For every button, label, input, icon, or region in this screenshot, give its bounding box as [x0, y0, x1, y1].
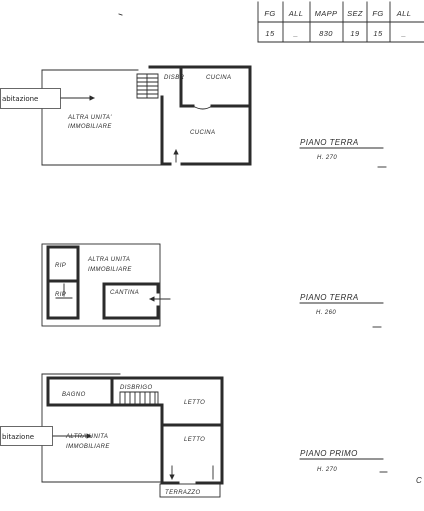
staircase	[119, 391, 159, 405]
room-label-disimpegno: DISBR	[164, 75, 185, 81]
table-header-cell: ALL	[396, 9, 412, 18]
room-label-bedroom-top: LETTO	[184, 400, 205, 406]
table-value-cell: 15	[373, 29, 383, 38]
plan-first-floor: BAGNO DISBRIGO LETTO LETTO ALTRA UNITA I…	[41, 373, 388, 498]
callout-box	[0, 88, 61, 109]
callout-box	[0, 426, 53, 446]
table-value-row: 15 _ 830 19 15 _	[265, 29, 407, 38]
room-label-closet: DISBRIGO	[120, 385, 153, 391]
plan-ground-floor-a: DISBR CUCINA ALTRA UNITA' IMMOBILIARE CU…	[41, 65, 387, 168]
callout-label: abitazione	[2, 95, 38, 103]
stair-steps	[136, 77, 159, 95]
room-label-cellar: CANTINA	[110, 290, 139, 296]
room-label-storage-bottom: RIP	[55, 292, 66, 298]
height-label: H. 270	[317, 155, 337, 161]
terrace-outline	[159, 483, 221, 498]
scan-speck	[118, 13, 123, 16]
room-label-storage-top: RIP	[55, 263, 66, 269]
room-label-other-unit: ALTRA UNITA	[65, 434, 108, 440]
cadastral-table: FG ALL MAPP SEZ FG ALL 15 _ 830 19 15 _	[257, 1, 424, 43]
height-label: H. 270	[317, 467, 337, 473]
wall	[46, 245, 80, 320]
table-value-cell: 830	[319, 29, 333, 38]
room-label-other-unit: ALTRA UNITA'	[67, 115, 112, 121]
table-grid	[257, 1, 424, 43]
stair-steps	[124, 391, 156, 405]
room-label-other-unit: ALTRA UNITA	[87, 257, 130, 263]
corner-mark: C	[416, 476, 422, 485]
room-label-bedroom-bottom: LETTO	[184, 437, 205, 443]
room-label-other-unit: IMMOBILIARE	[68, 124, 112, 130]
staircase	[136, 73, 159, 99]
table-header-row: FG ALL MAPP SEZ FG ALL	[264, 9, 412, 18]
table-header-cell: MAPP	[315, 9, 338, 18]
room-label-kitchen: CUCINA	[190, 130, 215, 136]
callout-lower: bitazione	[0, 426, 92, 446]
unit-walls	[46, 376, 224, 485]
door-mark	[55, 283, 73, 299]
table-header-cell: SEZ	[347, 9, 363, 18]
table-value-cell: 15	[265, 29, 275, 38]
table-value-cell: _	[401, 29, 407, 38]
floor-label: PIANO TERRA	[300, 138, 359, 147]
table-value-cell: 19	[350, 29, 360, 38]
height-label: H. 260	[316, 310, 336, 316]
room-label-bathroom: BAGNO	[62, 392, 86, 398]
storage-walls	[46, 245, 80, 320]
plan-ground-floor-b: ALTRA UNITA IMMOBILIARE RIP RIP CANTINA …	[41, 243, 384, 328]
table-header-cell: FG	[264, 9, 275, 18]
floor-label: PIANO TERRA	[300, 293, 359, 302]
room-label-kitchen-top: CUCINA	[206, 75, 231, 81]
neighbour-unit-outline	[41, 69, 163, 166]
callout-upper: abitazione	[0, 88, 95, 109]
cellar-walls	[102, 282, 160, 320]
floor-label: PIANO PRIMO	[300, 449, 358, 458]
table-value-cell: _	[293, 29, 299, 38]
room-label-terrace: TERRAZZO	[165, 490, 201, 496]
stair-outline	[119, 391, 159, 405]
callout-label: bitazione	[2, 433, 34, 441]
door-swing	[192, 105, 213, 110]
room-label-other-unit: IMMOBILIARE	[88, 267, 132, 273]
unit-walls	[148, 65, 252, 166]
room-label-other-unit: IMMOBILIARE	[66, 444, 110, 450]
table-header-cell: FG	[372, 9, 383, 18]
boundary-outline	[41, 243, 161, 327]
table-header-cell: ALL	[288, 9, 304, 18]
